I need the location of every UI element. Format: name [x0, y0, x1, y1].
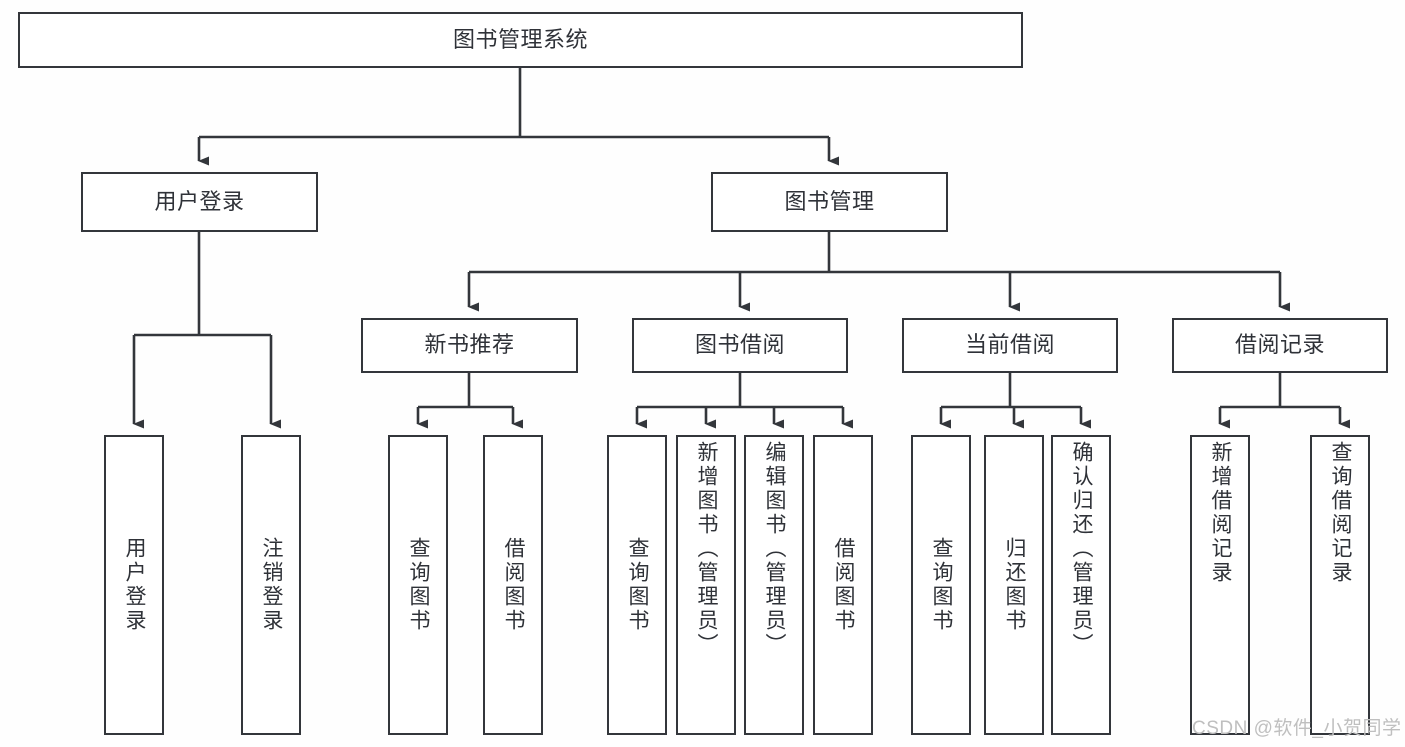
leaf-node[interactable]: 查询图书: [607, 435, 667, 735]
leaf-node[interactable]: 编辑图书（管理员）: [744, 435, 804, 735]
node-level2-user-login[interactable]: 用户登录: [81, 172, 318, 232]
node-root-book-management-system[interactable]: 图书管理系统: [18, 12, 1023, 68]
leaf-node-label: 查询图书: [407, 537, 431, 633]
leaf-node[interactable]: 注销登录: [241, 435, 301, 735]
leaf-node-label: 归还图书: [1003, 537, 1027, 633]
leaf-node-label: 新增图书（管理员）: [695, 441, 719, 657]
node-level3-new-book-recommend-label: 新书推荐: [424, 332, 515, 358]
leaf-node-label: 借阅图书: [832, 537, 856, 633]
leaf-node-label: 编辑图书（管理员）: [763, 441, 787, 657]
leaf-node-label: 查询借阅记录: [1329, 441, 1353, 585]
node-level2-user-login-label: 用户登录: [154, 188, 245, 214]
node-level3-current-borrow[interactable]: 当前借阅: [902, 318, 1118, 373]
node-level3-borrow-records-label: 借阅记录: [1234, 332, 1325, 358]
node-level3-book-borrow[interactable]: 图书借阅: [632, 318, 848, 373]
leaf-node[interactable]: 查询图书: [911, 435, 971, 735]
leaf-node-label: 查询图书: [930, 537, 954, 633]
node-level3-new-book-recommend[interactable]: 新书推荐: [361, 318, 578, 373]
csdn-watermark: CSDN @软件_小贺同学: [1192, 718, 1402, 739]
node-level2-book-management[interactable]: 图书管理: [711, 172, 948, 232]
leaf-node-label: 新增借阅记录: [1209, 441, 1233, 585]
leaf-node-label: 确认归还（管理员）: [1070, 441, 1094, 657]
edges: [132, 68, 1350, 429]
leaf-node[interactable]: 借阅图书: [483, 435, 543, 735]
leaf-node-label: 借阅图书: [502, 537, 526, 633]
leaf-node[interactable]: 新增借阅记录: [1190, 435, 1250, 735]
node-level3-borrow-records[interactable]: 借阅记录: [1172, 318, 1388, 373]
leaf-node[interactable]: 确认归还（管理员）: [1051, 435, 1111, 735]
node-root-label: 图书管理系统: [452, 26, 588, 52]
leaf-node[interactable]: 借阅图书: [813, 435, 873, 735]
leaf-node[interactable]: 归还图书: [984, 435, 1044, 735]
node-level2-book-management-label: 图书管理: [784, 188, 875, 214]
leaf-node-label: 注销登录: [260, 537, 284, 633]
leaf-node[interactable]: 新增图书（管理员）: [676, 435, 736, 735]
leaf-node[interactable]: 查询借阅记录: [1310, 435, 1370, 735]
node-level3-current-borrow-label: 当前借阅: [964, 332, 1055, 358]
leaf-node[interactable]: 用户登录: [104, 435, 164, 735]
leaf-node-label: 查询图书: [626, 537, 650, 633]
node-level3-book-borrow-label: 图书借阅: [694, 332, 785, 358]
leaf-node[interactable]: 查询图书: [388, 435, 448, 735]
leaf-node-label: 用户登录: [123, 537, 147, 633]
